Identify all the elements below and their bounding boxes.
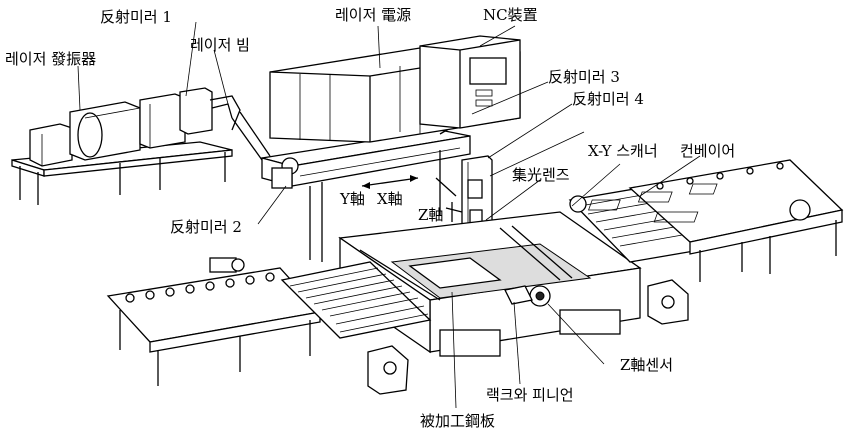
- gantry-drawing: [231, 107, 493, 262]
- bellows-drawing: [280, 261, 432, 339]
- label-y-axis: Y軸: [339, 190, 365, 208]
- left-roller-conveyor-drawing: [106, 257, 322, 386]
- label-xy-scanner: X-Y 스캐너: [588, 142, 658, 160]
- label-workpiece: 被加工鋼板: [420, 412, 495, 430]
- power-and-nc-drawing: [269, 35, 521, 143]
- label-rack-pinion: 랙크와 피니언: [486, 386, 574, 404]
- label-mirror-3: 反射미러 3: [548, 68, 620, 86]
- label-focus-lens: 集光렌즈: [512, 166, 570, 184]
- right-conveyor-drawing: [568, 159, 844, 282]
- label-x-axis: X軸: [377, 190, 403, 208]
- label-mirror-2: 反射미러 2: [170, 218, 242, 236]
- label-z-axis-sensor: Z軸센서: [620, 356, 673, 374]
- label-mirror-1: 反射미러 1: [100, 8, 172, 26]
- label-nc-unit: NC裝置: [483, 6, 538, 24]
- leader-lines: [77, 21, 701, 409]
- label-laser-power: 레이저 電源: [335, 6, 411, 24]
- label-mirror-4: 反射미러 4: [572, 90, 644, 108]
- label-laser-beam: 레이저 빔: [190, 36, 250, 54]
- label-z-axis: Z軸: [418, 206, 443, 224]
- label-laser-oscillator: 레이저 發振器: [5, 50, 96, 68]
- laser-oscillator-drawing: [11, 87, 241, 205]
- label-conveyor: 컨베이어: [680, 142, 735, 160]
